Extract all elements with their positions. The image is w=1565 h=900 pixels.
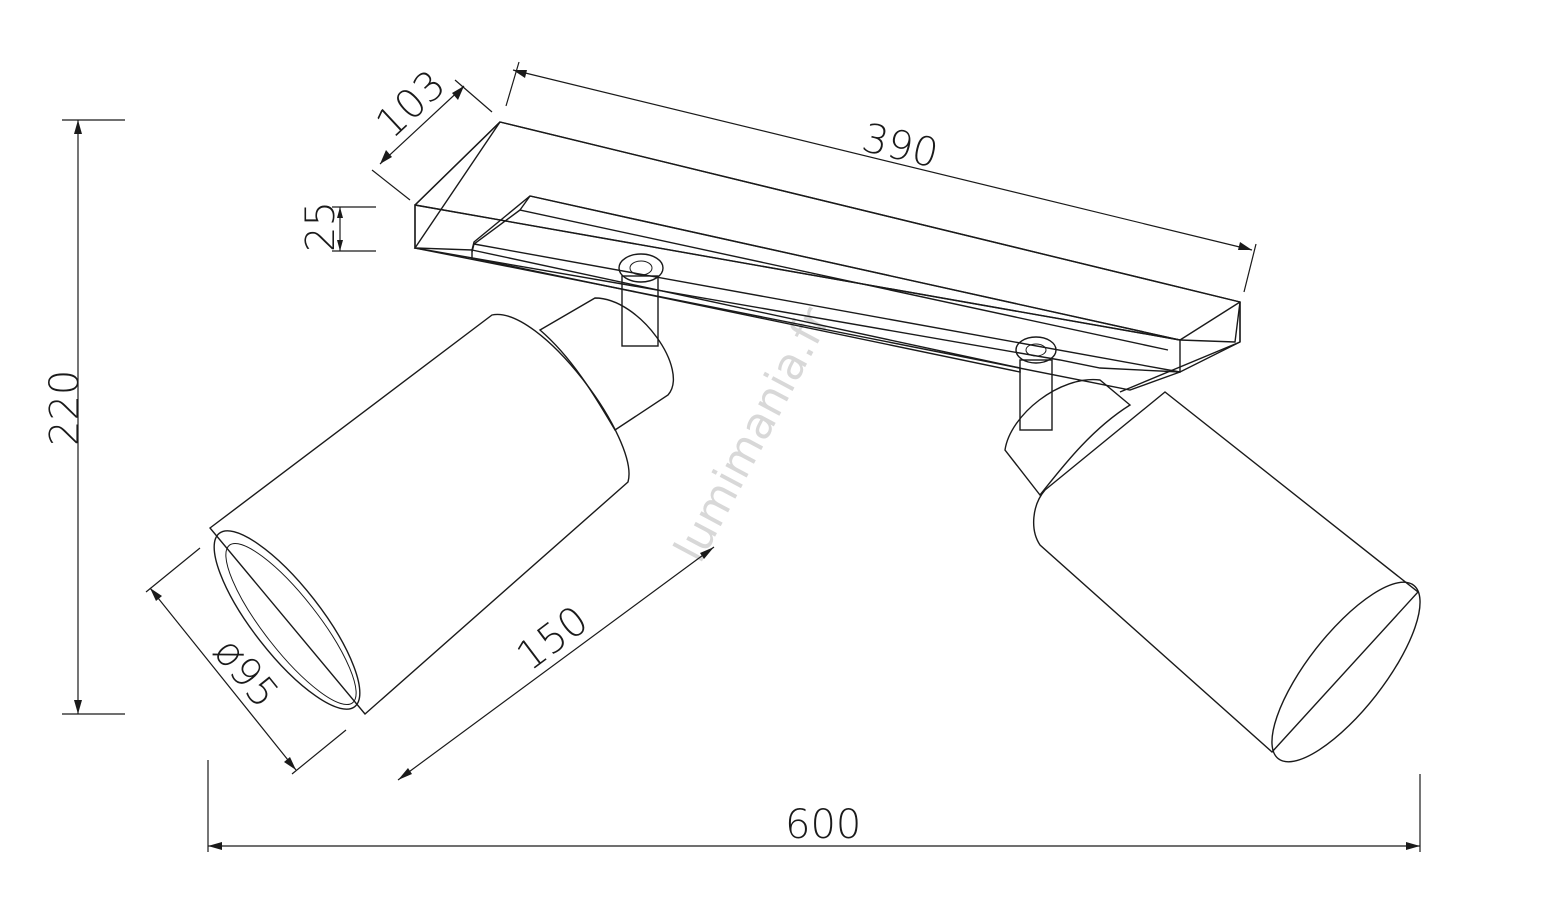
left-stem [621,275,659,347]
left-shade [208,313,630,716]
left-holder [538,297,675,431]
right-spotlight [1004,336,1421,763]
watermark-text: lumimania.fr [665,298,842,570]
dimension-width: 600 [207,760,1421,852]
dimension-length: 390 [505,61,1257,293]
left-spotlight [208,253,675,716]
dimension-depth: 103 [367,62,493,201]
dimension-thickness: 25 [298,201,376,252]
shade-length-label: 150 [508,597,597,680]
thickness-label: 25 [298,201,344,252]
right-stem [1019,359,1053,431]
dimension-height: 220 [42,119,125,715]
right-shade [1033,391,1420,753]
depth-label: 103 [367,62,454,148]
height-label: 220 [42,370,88,446]
right-swivel-joint [1015,336,1057,364]
right-holder [1004,378,1132,497]
dimension-shade-length: 150 [397,546,715,781]
left-shade-opening [213,530,361,710]
base-plate-top-face [413,121,1241,343]
right-shade-opening [1271,581,1421,763]
left-swivel-joint [618,253,664,283]
diameter-label: ø95 [204,629,287,717]
ceiling-base-plate [413,121,1241,393]
dimension-diameter: ø95 [145,547,347,775]
width-label: 600 [785,802,861,848]
length-label: 390 [858,115,943,178]
